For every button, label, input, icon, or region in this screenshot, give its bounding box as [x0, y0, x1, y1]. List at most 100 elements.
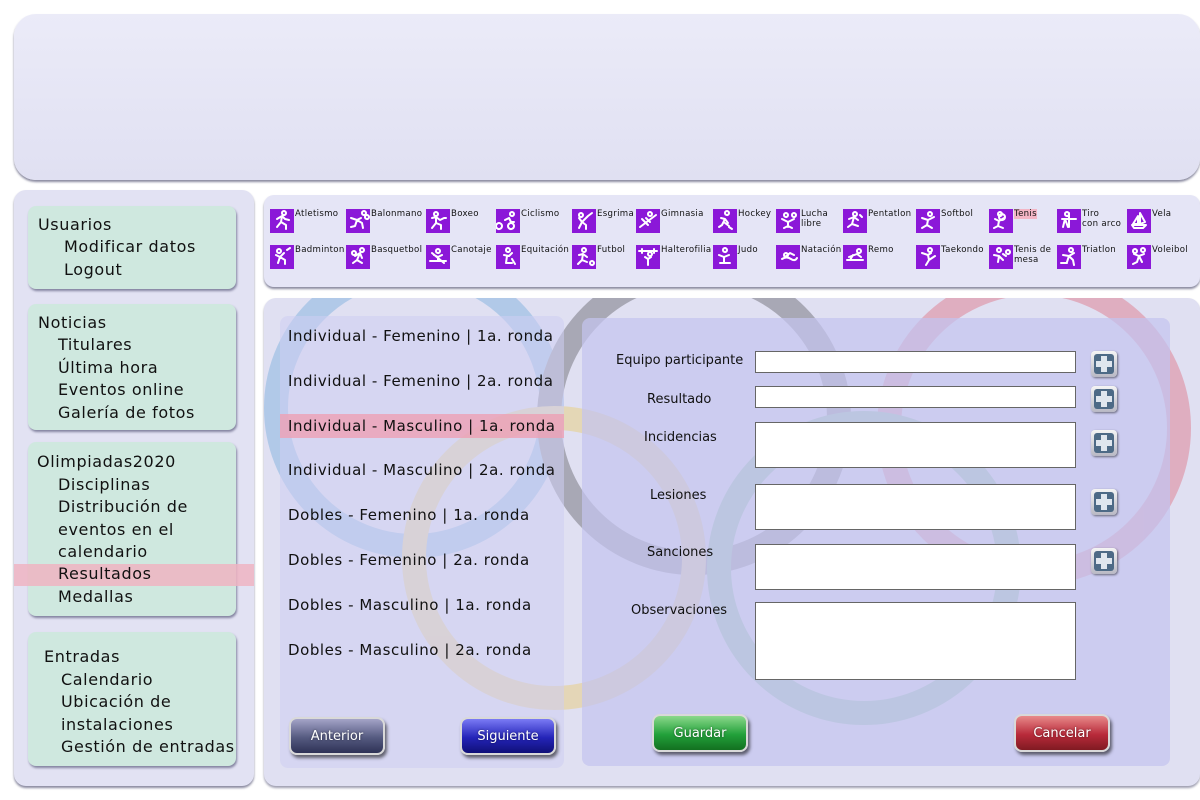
menu-item-distribucion-eventos[interactable]: Distribución de eventos en el calendario [58, 497, 188, 562]
previous-button[interactable]: Anterior [289, 717, 385, 755]
badminton-icon [270, 245, 294, 269]
menu-item-resultados[interactable]: Resultados [58, 564, 152, 583]
sport-label: Atletismo [295, 209, 339, 219]
sport-pentathlon[interactable]: Pentatlon [843, 209, 911, 233]
sport-swimming[interactable]: Natación [776, 245, 842, 269]
sport-handball[interactable]: Balonmano [346, 209, 422, 233]
athletics-icon [270, 209, 294, 233]
menu-item-medallas[interactable]: Medallas [58, 587, 134, 606]
menu-item-disciplinas[interactable]: Disciplinas [58, 475, 151, 494]
sport-boxing[interactable]: Boxeo [426, 209, 479, 233]
add-incidencias-button[interactable] [1091, 430, 1117, 456]
menu-item-eventos-online[interactable]: Eventos online [58, 380, 185, 399]
equipo-label: Equipo participante [616, 353, 744, 368]
sport-volleyball[interactable]: Voleibol [1127, 245, 1188, 269]
sport-label: Triatlon [1082, 245, 1117, 255]
menu-item-calendario[interactable]: Calendario [61, 670, 154, 689]
sport-label: Tiro con arco [1082, 209, 1122, 229]
menu-item-ultima-hora[interactable]: Última hora [58, 358, 159, 377]
sport-label: Remo [868, 245, 894, 255]
add-sanciones-button[interactable] [1091, 548, 1117, 574]
round-item[interactable]: Individual - Femenino | 2a. ronda [288, 371, 554, 390]
sport-canoeing[interactable]: Canotaje [426, 245, 492, 269]
save-button[interactable]: Guardar [652, 714, 748, 752]
incidencias-textarea[interactable] [755, 422, 1076, 468]
equestrian-icon [496, 245, 520, 269]
round-item[interactable]: Individual - Femenino | 1a. ronda [288, 327, 554, 345]
taekwondo-icon [916, 245, 940, 269]
plus-icon [1094, 354, 1114, 374]
sport-wrestling[interactable]: Lucha libre [776, 209, 828, 233]
sport-table-tennis[interactable]: Tenis de mesa [989, 245, 1051, 269]
sport-cycling[interactable]: Ciclismo [496, 209, 559, 233]
sport-tennis[interactable]: Tenis [989, 209, 1037, 233]
sport-basketball[interactable]: Basquetbol [346, 245, 422, 269]
add-equipo-button[interactable] [1091, 351, 1117, 377]
plus-icon [1094, 433, 1114, 453]
sport-label: Pentatlon [868, 209, 912, 219]
sport-equestrian[interactable]: Equitación [496, 245, 569, 269]
resultado-input[interactable] [755, 386, 1076, 408]
sport-weightlifting[interactable]: Halterofilia [636, 245, 711, 269]
round-item[interactable]: Individual - Masculino | 1a. ronda [280, 413, 564, 438]
sport-label: Badminton [295, 245, 345, 255]
selected-menu-highlight [14, 564, 254, 586]
sport-sailing[interactable]: Vela [1127, 209, 1171, 233]
round-item[interactable]: Individual - Masculino | 2a. ronda [288, 461, 556, 480]
hockey-icon [713, 209, 737, 233]
tickets-menu: Entradas Calendario Ubicación de instala… [28, 632, 236, 766]
user-menu-title: Usuarios [38, 215, 112, 234]
sport-hockey[interactable]: Hockey [713, 209, 771, 233]
sport-label: Judo [738, 245, 758, 255]
menu-item-modificar-datos[interactable]: Modificar datos [64, 237, 196, 256]
weightlifting-icon [636, 245, 660, 269]
sport-label: Taekondo [941, 245, 984, 255]
next-button[interactable]: Siguiente [460, 717, 556, 755]
football-icon [572, 245, 596, 269]
olympics-menu: Olimpiadas2020 Disciplinas Distribución … [14, 442, 254, 616]
cancel-button[interactable]: Cancelar [1014, 714, 1110, 752]
sport-archery[interactable]: Tiro con arco [1057, 209, 1121, 233]
sport-rowing[interactable]: Remo [843, 245, 894, 269]
sport-label: Lucha libre [801, 209, 829, 229]
lesiones-label: Lesiones [650, 488, 707, 503]
menu-item-gestion-entradas[interactable]: Gestión de entradas [61, 737, 235, 756]
menu-item-ubicacion-instalaciones[interactable]: Ubicación de instalaciones [61, 692, 174, 734]
sport-label: Natación [801, 245, 842, 255]
canoeing-icon [426, 245, 450, 269]
add-lesiones-button[interactable] [1091, 489, 1117, 515]
news-menu-title: Noticias [38, 313, 107, 332]
sport-triathlon[interactable]: Triatlon [1057, 245, 1116, 269]
sport-label: Ciclismo [521, 209, 560, 219]
observaciones-textarea[interactable] [755, 602, 1076, 680]
menu-item-galeria-fotos[interactable]: Galería de fotos [58, 403, 195, 422]
round-item[interactable]: Dobles - Femenino | 1a. ronda [288, 506, 530, 525]
boxing-icon [426, 209, 450, 233]
wrestling-icon [776, 209, 800, 233]
add-resultado-button[interactable] [1091, 386, 1117, 412]
sanciones-textarea[interactable] [755, 544, 1076, 590]
lesiones-textarea[interactable] [755, 484, 1076, 530]
sport-judo[interactable]: Judo [713, 245, 758, 269]
sport-football[interactable]: Futbol [572, 245, 625, 269]
menu-item-logout[interactable]: Logout [64, 260, 123, 279]
round-item[interactable]: Dobles - Masculino | 1a. ronda [288, 595, 532, 614]
menu-item-titulares[interactable]: Titulares [58, 335, 133, 354]
sport-taekwondo[interactable]: Taekondo [916, 245, 984, 269]
sport-label: Boxeo [451, 209, 479, 219]
gymnastics-icon [636, 209, 660, 233]
round-item[interactable]: Dobles - Femenino | 2a. ronda [288, 551, 530, 569]
sport-softball[interactable]: Softbol [916, 209, 973, 233]
observaciones-label: Observaciones [631, 603, 727, 618]
sport-label: Tenis [1014, 209, 1037, 219]
sport-athletics[interactable]: Atletismo [270, 209, 338, 233]
sport-badminton[interactable]: Badminton [270, 245, 345, 269]
round-item[interactable]: Dobles - Masculino | 2a. ronda [288, 640, 532, 659]
equipo-input[interactable] [755, 351, 1076, 373]
plus-icon [1094, 551, 1114, 571]
plus-icon [1094, 389, 1114, 409]
sport-fencing[interactable]: Esgrima [572, 209, 634, 233]
volleyball-icon [1127, 245, 1151, 269]
sport-gymnastics[interactable]: Gimnasia [636, 209, 704, 233]
